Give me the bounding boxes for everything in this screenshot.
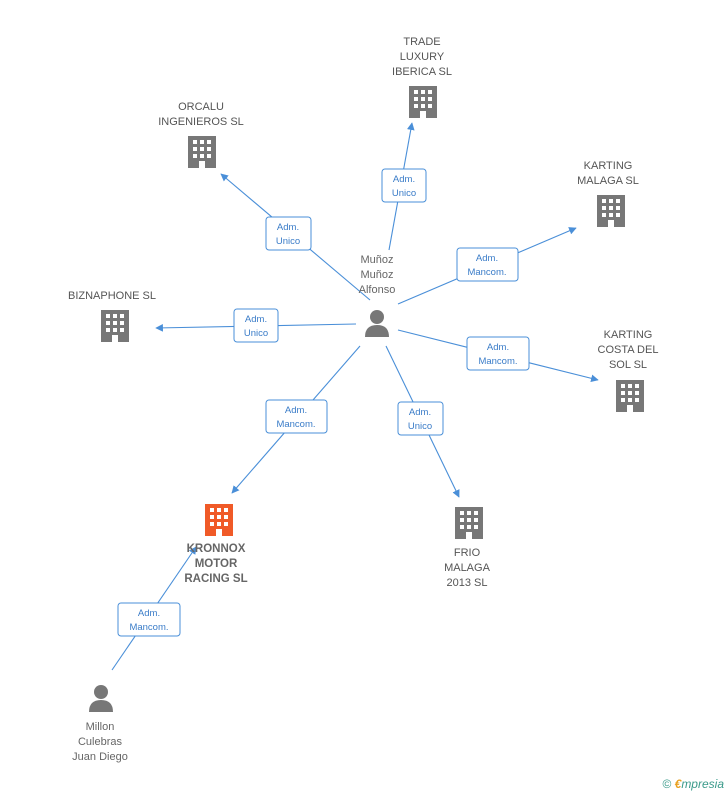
company-name-line: FRIO [454,547,481,559]
role-box-karting-malaga: Adm. Mancom. [456,247,519,282]
building-icon [409,86,437,118]
company-name-line: IBERICA SL [392,66,452,78]
company-name-line: INGENIEROS SL [158,116,244,128]
empresia-logo: © €mpresia [662,777,724,791]
role-box-karting-costa: Adm. Mancom. [466,336,530,371]
role-line: Adm. [285,405,307,416]
company-name-line: 2013 SL [447,577,488,589]
building-icon [205,504,233,536]
company-node-biznaphone[interactable]: BIZNAPHONE SL [68,290,156,342]
brand-initial: € [674,777,682,791]
company-name-line: MALAGA [444,562,491,574]
brand-name: €mpresia [675,777,724,791]
company-name-line: LUXURY [400,51,445,63]
building-icon [101,310,129,342]
copyright-symbol: © [662,777,672,791]
role-line: Mancom. [276,419,315,430]
role-line: Unico [276,236,300,247]
role-box-orcalu: Adm. Unico [265,216,312,251]
role-line: Mancom. [129,622,168,633]
building-icon [455,507,483,539]
company-name-line: TRADE [403,36,440,48]
role-box-biznaphone: Adm. Unico [233,308,279,343]
company-name-line: COSTA DEL [598,344,659,356]
role-line: Unico [244,328,268,339]
edges [111,122,599,671]
person-icon [89,685,113,712]
person-name-line: Millon [86,721,115,733]
company-name-line: KARTING [604,329,653,341]
company-node-karting-costa[interactable]: KARTING COSTA DEL SOL SL [598,329,659,412]
role-line: Unico [392,188,416,199]
company-name-line: RACING SL [184,573,247,585]
role-line: Adm. [409,407,431,418]
role-box-frio: Adm. Unico [397,401,444,436]
role-line: Adm. [393,174,415,185]
company-name-line: KRONNOX [187,543,246,555]
role-line: Mancom. [478,356,517,367]
role-line: Adm. [245,314,267,325]
company-name-line: MOTOR [195,558,238,570]
role-line: Mancom. [467,267,506,278]
role-line: Unico [408,421,432,432]
role-line: Adm. [487,342,509,353]
role-box-millon: Adm. Mancom. [117,602,181,637]
company-name-line: KARTING [584,160,633,172]
company-name-line: MALAGA SL [577,175,639,187]
person-name-line: Juan Diego [72,751,128,763]
brand-rest: mpresia [681,777,724,791]
company-name-line: ORCALU [178,101,224,113]
building-icon [597,195,625,227]
person-name-line: Muñoz [360,269,393,281]
company-node-orcalu[interactable]: ORCALU INGENIEROS SL [158,101,244,168]
role-line: Adm. [277,222,299,233]
person-name-line: Alfonso [359,284,396,296]
building-icon [616,380,644,412]
building-icon [188,136,216,168]
person-node-munoz[interactable]: Muñoz Muñoz Alfonso [359,254,396,337]
role-line: Adm. [138,608,160,619]
company-node-trade[interactable]: TRADE LUXURY IBERICA SL [392,36,452,118]
person-icon [365,310,389,337]
role-box-trade: Adm. Unico [381,168,427,203]
company-name-line: BIZNAPHONE SL [68,290,156,302]
company-node-karting-malaga[interactable]: KARTING MALAGA SL [577,160,639,227]
person-node-millon[interactable]: Millon Culebras Juan Diego [72,685,128,763]
company-node-frio[interactable]: FRIO MALAGA 2013 SL [444,507,491,589]
company-name-line: SOL SL [609,359,647,371]
person-name-line: Culebras [78,736,123,748]
company-node-kronnox[interactable]: KRONNOX MOTOR RACING SL [184,504,248,585]
role-line: Adm. [476,253,498,264]
role-box-kronnox: Adm. Mancom. [265,399,328,434]
person-name-line: Muñoz [360,254,393,266]
